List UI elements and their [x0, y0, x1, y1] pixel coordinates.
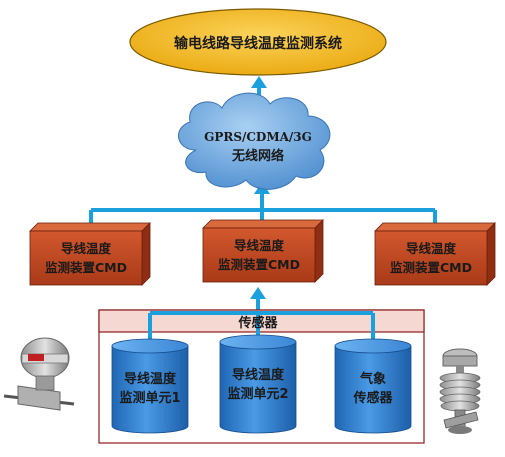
cmd-box-side — [141, 222, 151, 286]
sensor-label-line2: 监测单元1 — [119, 390, 180, 406]
sensor-neck — [35, 375, 55, 391]
sensor-dome-band — [21, 353, 69, 364]
cmd-box-side — [314, 219, 324, 283]
cmd-box-front — [374, 230, 488, 286]
sensor-cylinder-body — [334, 345, 412, 434]
sensor-label-line1: 气象 — [360, 371, 386, 387]
cmd-box-top — [29, 222, 151, 232]
network-type-label: 无线网络 — [231, 148, 284, 164]
arrowhead-network-system — [251, 76, 267, 88]
weather-sensor-cap-body — [442, 355, 478, 367]
cmd-box-top — [202, 219, 324, 229]
sensor-label-line1: 导线温度 — [124, 371, 177, 387]
wireless-network-cloud: GPRS/CDMA/3G 无线网络 — [178, 92, 331, 190]
cmd-device-label-line1: 导线温度 — [61, 241, 112, 256]
cmd-box-front — [29, 230, 143, 286]
weather-sensor-illustration — [439, 348, 481, 434]
cmd-device-label-line1: 导线温度 — [406, 241, 457, 256]
cmd-device-label-line2: 监测装置CMD — [45, 260, 127, 275]
sensor-cylinder-top — [111, 338, 189, 354]
weather-sensor-bracket — [443, 411, 479, 429]
cmd-device-label-line2: 监测装置CMD — [390, 260, 472, 275]
arrowhead-sensor-cmd — [250, 287, 266, 299]
weather-sensor-base — [448, 426, 472, 434]
line-sensor-illustration — [3, 337, 75, 411]
network-protocol-label: GPRS/CDMA/3G — [204, 130, 312, 144]
sensor-cylinder-top — [219, 334, 297, 350]
cmd-box-top — [374, 222, 496, 232]
system-label: 输电线路导线温度监测系统 — [174, 35, 342, 52]
sensor-label-line2: 监测单元2 — [227, 386, 288, 402]
cmd-device-label-line2: 监测装置CMD — [218, 257, 300, 272]
cloud-shape — [178, 92, 331, 190]
sensor-group-header — [98, 309, 425, 333]
sensor-logo-plate — [28, 354, 44, 361]
system-ellipse — [129, 8, 387, 76]
sensor-cylinder-body — [219, 341, 297, 434]
sensor-cylinder-body — [111, 345, 189, 434]
sensor-label-line1: 导线温度 — [232, 367, 285, 383]
cmd-box-front — [202, 227, 316, 283]
weather-sensor-mast — [456, 366, 464, 376]
cmd-box-side — [486, 222, 496, 286]
sensor-label-line2: 传感器 — [352, 390, 393, 406]
sensor-group-label: 传感器 — [237, 315, 278, 331]
cmd-device-label-line1: 导线温度 — [234, 238, 285, 253]
weather-sensor-shield — [439, 372, 481, 412]
sensor-cylinder-top — [334, 338, 412, 354]
monitoring-system: 输电线路导线温度监测系统 — [129, 8, 387, 76]
